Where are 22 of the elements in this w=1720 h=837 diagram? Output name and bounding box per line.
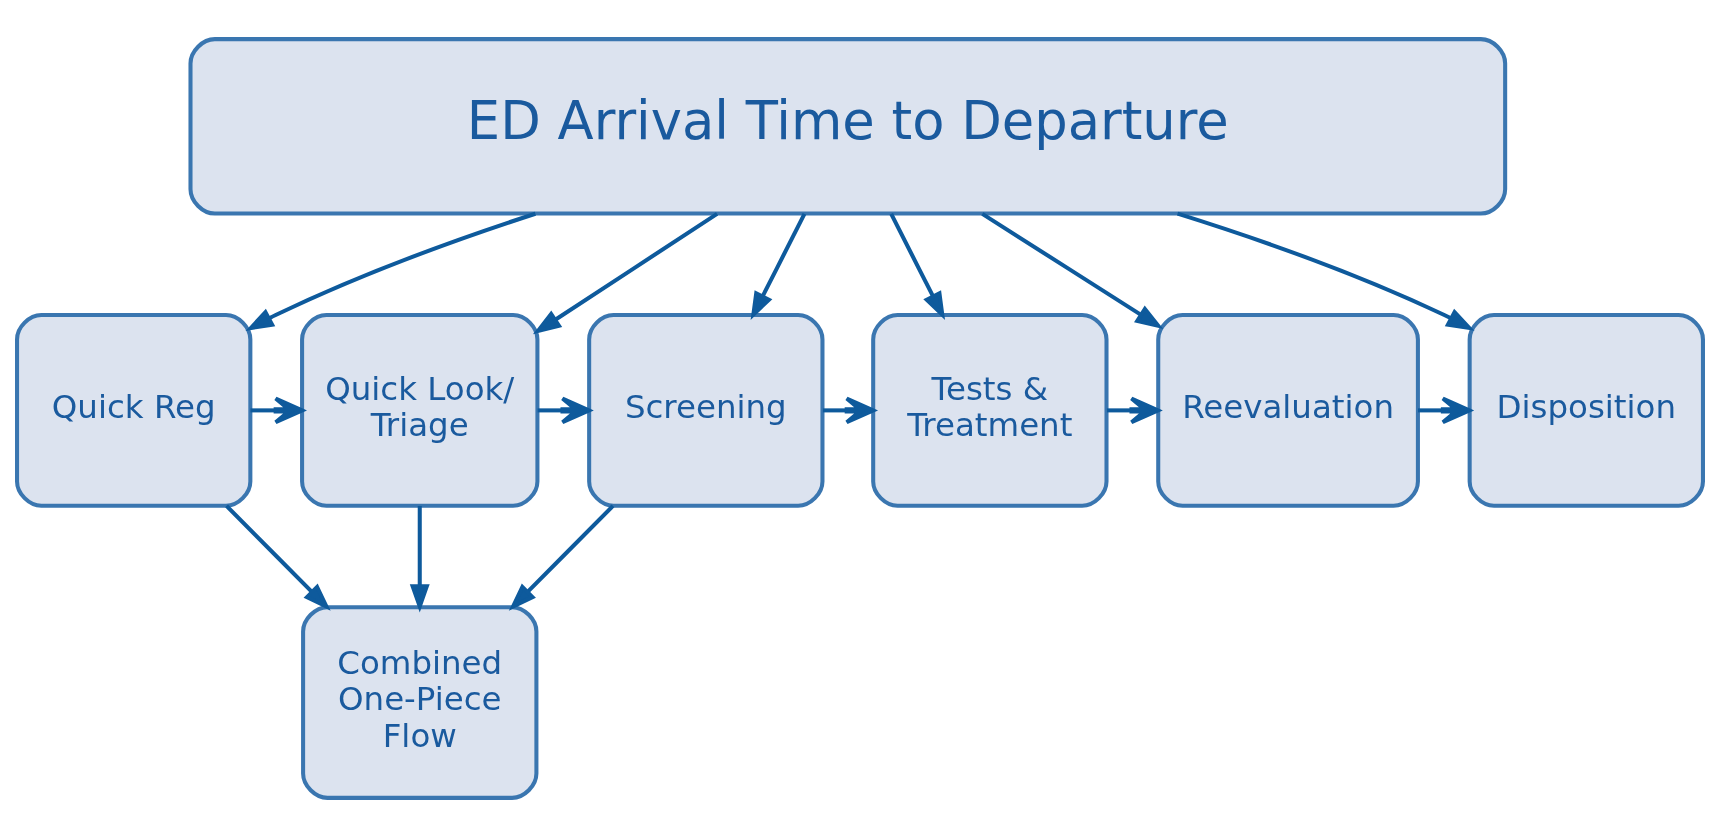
arrow	[409, 505, 430, 613]
node-box: ED Arrival Time to Departure	[188, 37, 1508, 216]
arrow	[250, 396, 305, 425]
arrow	[822, 396, 876, 425]
arrow	[889, 213, 946, 321]
node-box: Screening	[587, 313, 825, 508]
node-box: Quick Reg	[15, 313, 253, 508]
arrow	[225, 504, 331, 611]
arrow	[750, 213, 807, 321]
node-box: Quick Look/ Triage	[300, 313, 540, 508]
arrow	[532, 212, 719, 335]
node-box: Tests & Treatment	[871, 313, 1109, 508]
arrow	[1106, 396, 1160, 425]
arrow	[981, 212, 1164, 330]
arrow	[537, 396, 591, 425]
node-box: Reevaluation	[1156, 313, 1420, 508]
arrow	[1176, 211, 1475, 331]
arrow	[508, 504, 615, 611]
node-box: Disposition	[1467, 313, 1705, 508]
arrow	[1418, 396, 1472, 425]
arrow	[245, 211, 536, 331]
node-box: Combined One-Piece Flow	[301, 605, 539, 800]
